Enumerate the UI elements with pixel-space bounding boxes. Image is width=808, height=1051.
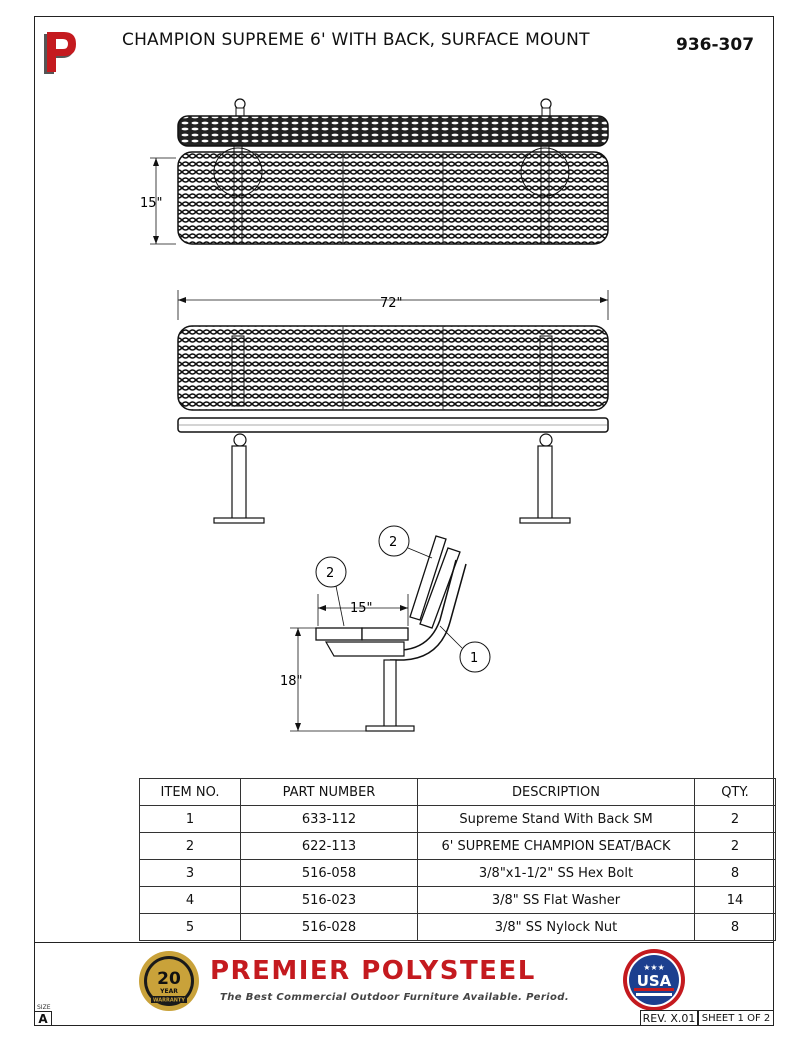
- description: Supreme Stand With Back SM: [417, 805, 695, 833]
- warranty-unit: YEAR: [159, 988, 178, 995]
- dimension-length: 72": [380, 296, 403, 311]
- column-header: DESCRIPTION: [417, 778, 695, 806]
- revision-label: REV. X.01: [640, 1010, 698, 1026]
- drawing-border: [34, 16, 774, 1026]
- quantity: 8: [694, 913, 776, 941]
- item-number: 4: [139, 886, 241, 914]
- quantity: 14: [694, 886, 776, 914]
- warranty-years: 20: [157, 969, 181, 989]
- part-number: 516-058: [240, 859, 418, 887]
- item-number: 2: [139, 832, 241, 860]
- description: 3/8" SS Nylock Nut: [417, 913, 695, 941]
- part-number: 633-112: [240, 805, 418, 833]
- balloon-label: 2: [389, 535, 397, 550]
- title-block-divider: [34, 942, 774, 943]
- quantity: 8: [694, 859, 776, 887]
- description: 3/8" SS Flat Washer: [417, 886, 695, 914]
- balloon-label: 1: [470, 651, 478, 666]
- side-view: [290, 525, 491, 732]
- part-number: 516-028: [240, 913, 418, 941]
- item-number: 3: [139, 859, 241, 887]
- table-row: 1 633-112 Supreme Stand With Back SM 2: [139, 805, 776, 833]
- bill-of-materials-table: ITEM NO. PART NUMBER DESCRIPTION QTY. 1 …: [139, 778, 776, 941]
- brand-tagline: The Best Commercial Outdoor Furniture Av…: [220, 992, 570, 1003]
- table-header-row: ITEM NO. PART NUMBER DESCRIPTION QTY.: [139, 778, 776, 806]
- dimension-seat-height: 18": [280, 674, 303, 689]
- item-number: 1: [139, 805, 241, 833]
- dimension-seat-depth: 15": [350, 601, 373, 616]
- description: 6' SUPREME CHAMPION SEAT/BACK: [417, 832, 695, 860]
- table-row: 3 516-058 3/8"x1-1/2" SS Hex Bolt 8: [139, 859, 776, 887]
- table-row: 5 516-028 3/8" SS Nylock Nut 8: [139, 913, 776, 941]
- premier-logo-icon: [44, 32, 76, 74]
- part-number: 516-023: [240, 886, 418, 914]
- part-number: 622-113: [240, 832, 418, 860]
- dimension-height-top: 15": [140, 196, 163, 211]
- table-row: 4 516-023 3/8" SS Flat Washer 14: [139, 886, 776, 914]
- warranty-word: WARRANTY: [153, 998, 185, 1004]
- page-title: CHAMPION SUPREME 6' WITH BACK, SURFACE M…: [122, 30, 590, 50]
- column-header: QTY.: [694, 778, 776, 806]
- svg-text:★★★: ★★★: [643, 963, 665, 972]
- description: 3/8"x1-1/2" SS Hex Bolt: [417, 859, 695, 887]
- front-view: [177, 290, 609, 524]
- made-in-usa-badge-icon: USA ★★★: [623, 949, 685, 1011]
- usa-text: USA: [637, 972, 672, 990]
- item-number: 5: [139, 913, 241, 941]
- sheet-number: SHEET 1 OF 2: [698, 1010, 774, 1026]
- size-label: SIZE: [37, 1004, 51, 1011]
- quantity: 2: [694, 832, 776, 860]
- brand-name: PREMIER POLYSTEEL: [210, 956, 536, 986]
- column-header: PART NUMBER: [240, 778, 418, 806]
- document-number: 936-307: [676, 35, 755, 55]
- warranty-seal-icon: 20 YEAR WARRANTY: [139, 951, 199, 1011]
- column-header: ITEM NO.: [139, 778, 241, 806]
- top-view: [150, 98, 609, 245]
- quantity: 2: [694, 805, 776, 833]
- table-row: 2 622-113 6' SUPREME CHAMPION SEAT/BACK …: [139, 832, 776, 860]
- balloon-label: 2: [326, 566, 334, 581]
- size-value: A: [34, 1011, 52, 1026]
